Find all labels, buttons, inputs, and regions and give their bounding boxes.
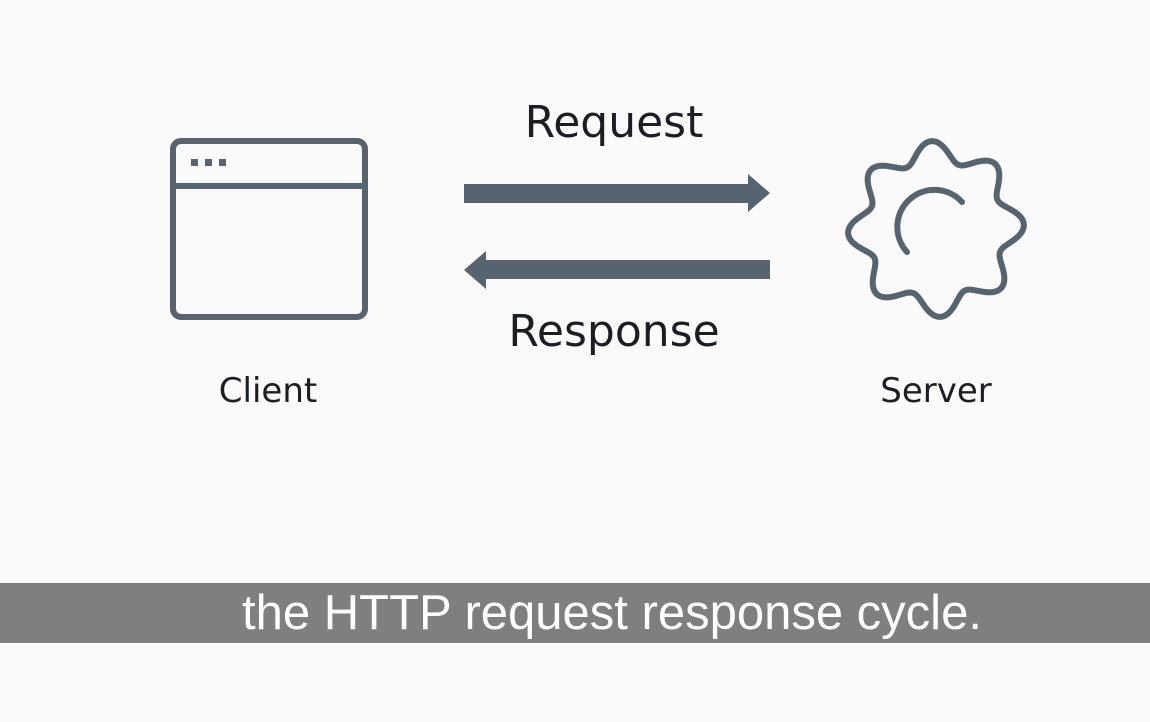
request-response-diagram [170,138,1027,320]
gear-icon [845,138,1027,320]
window-frame [170,138,368,320]
caption-text: the HTTP request response cycle. [242,586,982,640]
response-arrow [464,251,770,289]
request-label: Request [524,97,704,148]
gear-outline [845,138,1027,320]
browser-window-icon [170,138,368,320]
client-label: Client [218,371,318,411]
gear-inner-arc [894,186,965,255]
window-dot [205,159,212,166]
response-label: Response [508,306,720,357]
request-arrow [464,174,770,212]
window-dot [219,159,226,166]
server-label: Server [880,371,992,411]
caption-bar: the HTTP request response cycle. [0,583,1150,643]
window-dot [191,159,198,166]
